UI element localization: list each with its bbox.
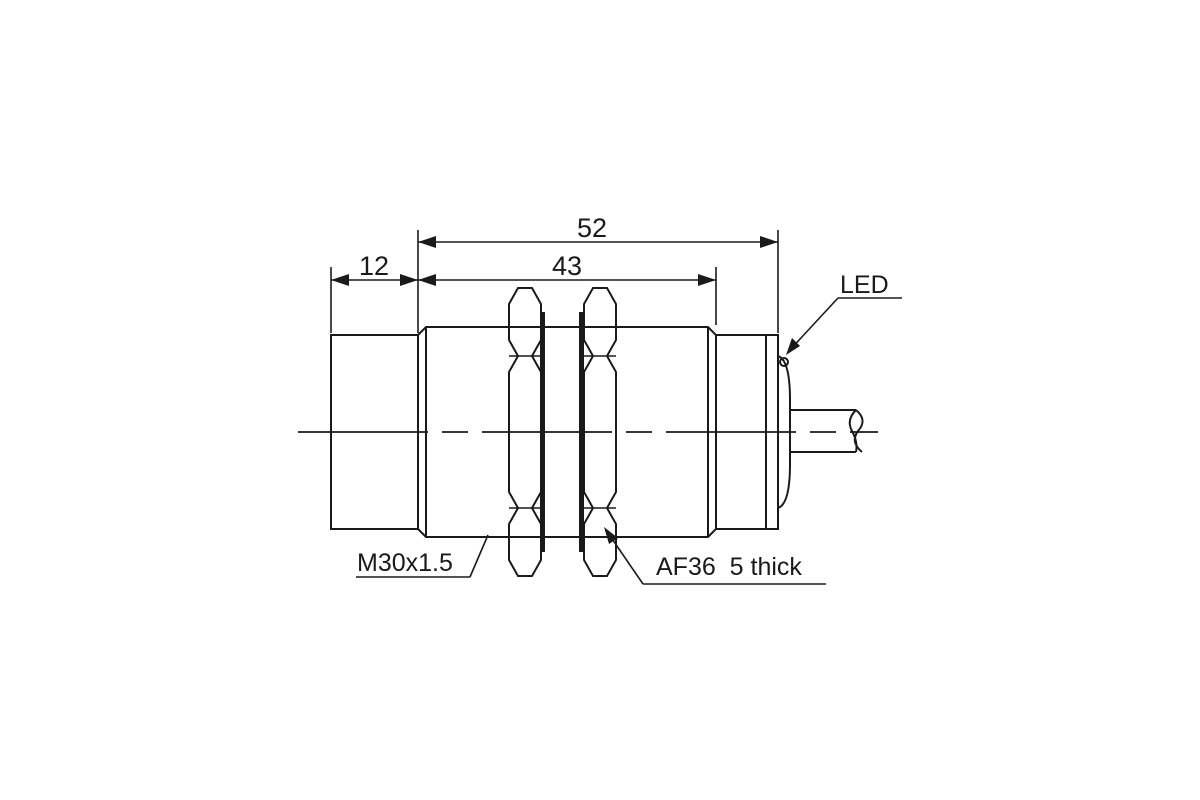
extension-lines	[330, 230, 779, 333]
nut-leader	[604, 527, 826, 585]
hex-nut-left	[508, 287, 545, 577]
led-leader	[786, 297, 902, 355]
dimension-43	[418, 274, 716, 286]
thread-label: M30x1.5	[357, 549, 453, 577]
dimension-12	[331, 274, 418, 286]
thread-leader	[356, 534, 489, 578]
dimension-label-12: 12	[359, 251, 389, 281]
nut-label: AF36 5 thick	[656, 553, 802, 581]
cable	[790, 409, 864, 453]
threaded-body	[417, 326, 717, 538]
hex-nut-right	[579, 287, 617, 577]
dimension-label-52: 52	[577, 213, 607, 243]
dimension-label-43: 43	[552, 251, 582, 281]
dimension-52	[418, 236, 778, 248]
rear-housing	[715, 334, 779, 530]
cable-gland	[777, 355, 791, 509]
led-label: LED	[840, 271, 889, 299]
sensing-face	[330, 334, 419, 530]
